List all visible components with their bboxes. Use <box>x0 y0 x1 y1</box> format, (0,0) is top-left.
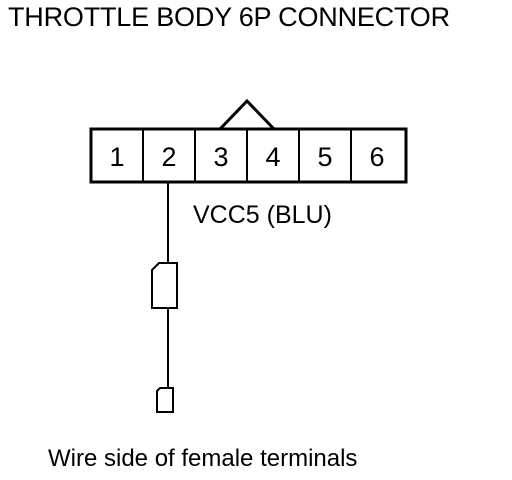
pin-label-2: 2 <box>161 142 176 172</box>
pin-label-4: 4 <box>265 142 280 172</box>
diagram-title: THROTTLE BODY 6P CONNECTOR <box>8 2 450 32</box>
connector-lock-tab <box>218 98 276 131</box>
wire-color-label: VCC5 (BLU) <box>193 201 332 229</box>
pin-label-3: 3 <box>213 142 228 172</box>
probe-lower-tip <box>156 387 174 413</box>
connector-body <box>89 127 408 184</box>
pin-label-5: 5 <box>317 142 332 172</box>
connector-pin-dividers <box>142 129 352 182</box>
connector-pin-labels: 1 2 3 4 5 6 <box>109 142 384 172</box>
diagram-caption: Wire side of female terminals <box>48 445 358 472</box>
pin-label-1: 1 <box>109 142 124 172</box>
probe-upper-body <box>151 262 178 309</box>
pin-label-6: 6 <box>369 142 384 172</box>
